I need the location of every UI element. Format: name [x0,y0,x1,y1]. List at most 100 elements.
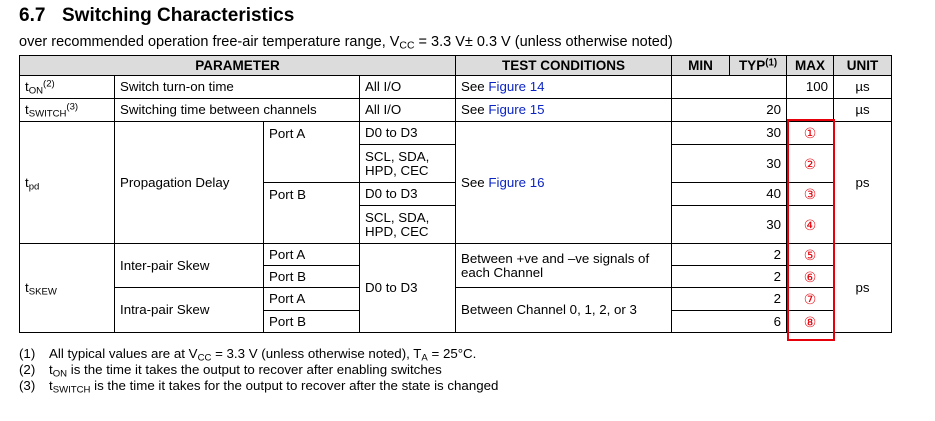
symbol-ton-t: t [25,79,29,94]
intra-port-a: Port A [263,287,360,311]
footnote-2-t: t [49,362,53,377]
table-row-tskew-3: Intra-pair Skew Port A Between Channel 0… [20,287,892,333]
footnote-1-text: All typical values are at VCC = 3.3 V (u… [49,346,477,364]
footnote-3: (3) tSWITCH is the time it takes for the … [19,378,499,396]
footnote-1-a: All typical values are at V [49,346,198,361]
header-max: MAX [786,55,835,76]
symbol-tswitch: tSWITCH(3) [19,98,115,122]
symbol-tpd-sub: pd [28,180,40,192]
desc-intra-skew: Intra-pair Skew [114,287,264,333]
tpd-io-4-line1: SCL, SDA, [365,209,430,225]
footnote-2-number: (2) [19,362,36,377]
section-title: Switching Characteristics [62,5,295,26]
header-typ: TYP(1) [729,55,788,76]
marker-3: ③ [786,182,835,206]
marker-8: ⑧ [786,310,835,333]
figure-14-link[interactable]: Figure 14 [488,79,545,94]
footnote-2: (2)tON is the time it takes the output t… [19,362,498,380]
table-row-ton: tON(2) Switch turn-on time All I/O See F… [19,75,893,99]
tpd-io-1: D0 to D3 [358,121,457,145]
cond-tpd: See Figure 16 [455,121,673,244]
footnote-3-number: (3) [19,378,36,393]
footnote-1-number: (1) [19,346,36,361]
footnote-3-text: tSWITCH is the time it takes for the out… [49,378,499,396]
tpd-io-2-line1: SCL, SDA, [365,148,430,164]
subtitle-text: over recommended operation free-air temp… [19,34,400,50]
tpd-io-4: SCL, SDA,HPD, CEC [358,205,457,244]
typ-skew-4: 6 [671,310,788,333]
symbol-tswitch-sub: SWITCH [28,108,67,120]
cond-tswitch: See Figure 15 [455,98,673,122]
footnote-2-t-sub: ON [52,368,68,380]
tpd-port-a: Port A [263,121,360,183]
inter-port-a: Port A [263,243,360,266]
typ-tpd-2: 30 [671,144,788,183]
footnote-1-b: = 3.3 V (unless otherwise noted), T [211,346,422,361]
footnote-1-a-sub: CC [197,352,212,364]
marker-7: ⑦ [786,287,835,311]
table-row-tpd-3: Port B D0 to D3 40 ③ [20,182,892,244]
tskew-io: D0 to D3 [358,243,457,333]
symbol-tswitch-note: (3) [66,101,79,113]
header-test-conditions: TEST CONDITIONS [455,55,673,76]
table-subtitle: over recommended operation free-air temp… [19,34,673,51]
unit-tswitch: µs [833,98,893,122]
desc-tpd: Propagation Delay [114,121,264,244]
tpd-port-b: Port B [263,182,360,244]
desc-tswitch: Switching time between channels [114,98,360,122]
footnote-1-b-sub: A [421,352,428,364]
cond-tswitch-see: See [461,102,489,117]
cond-ton-see: See [461,79,489,94]
max-tswitch [786,98,835,122]
figure-15-link[interactable]: Figure 15 [488,102,545,117]
marker-5: ⑤ [786,243,835,266]
marker-2: ② [786,144,835,183]
header-unit: UNIT [833,55,893,76]
switching-characteristics-table: PARAMETER TEST CONDITIONS MIN TYP(1) MAX… [18,55,893,333]
symbol-tswitch-t: t [25,102,29,117]
marker-6: ⑥ [786,265,835,288]
tpd-io-4-line2: HPD, CEC [365,223,429,239]
footnote-3-rest: is the time it takes for the output to r… [90,378,499,393]
figure-16-link[interactable]: Figure 16 [488,174,545,190]
symbol-tskew: tSKEW [19,243,115,333]
tpd-io-3: D0 to D3 [358,182,457,206]
footnote-3-t-sub: SWITCH [52,384,91,396]
min-typ-tswitch: 20 [671,98,788,122]
unit-tpd: ps [833,121,893,244]
table-row-tskew-4: Port B 6 ⑧ [20,310,892,333]
header-min: MIN [671,55,731,76]
unit-ton: µs [833,75,893,99]
symbol-tpd: tpd [19,121,115,244]
section-heading: 6.7 Switching Characteristics [19,5,294,27]
max-ton: 100 [786,75,835,99]
header-typ-label: TYP [738,57,766,73]
cond-intra-skew: Between Channel 0, 1, 2, or 3 [455,287,673,333]
typ-tpd-1: 30 [671,121,788,145]
footnote-1-c: = 25°C. [427,346,477,361]
typ-skew-3: 2 [671,287,788,311]
footnote-1: (1) All typical values are at VCC = 3.3 V… [19,346,498,364]
symbol-ton-sub: ON [28,85,44,97]
cond-tpd-see: See [461,174,489,190]
typ-tpd-4: 30 [671,205,788,244]
tpd-io-2: SCL, SDA,HPD, CEC [358,144,457,183]
typ-skew-2: 2 [671,265,788,288]
io-ton: All I/O [358,75,457,99]
table-row-tpd-2: SCL, SDA,HPD, CEC 30 ② [20,144,892,183]
min-typ-ton [671,75,788,99]
section-number: 6.7 [19,5,46,26]
symbol-ton-note: (2) [43,78,55,90]
desc-ton: Switch turn-on time [114,75,360,99]
typ-tpd-3: 40 [671,182,788,206]
table-row-tswitch: tSWITCH(3) Switching time between channe… [19,98,893,122]
marker-1: ① [786,121,835,145]
header-row: PARAMETER TEST CONDITIONS MIN TYP(1) MAX… [18,55,893,76]
table-row-tskew-1: tSKEW Inter-pair Skew Port A D0 to D3 Be… [19,243,893,333]
tpd-io-2-line2: HPD, CEC [365,162,429,178]
header-typ-note: (1) [765,57,778,69]
symbol-tpd-t: t [25,174,29,190]
header-parameter: PARAMETER [18,55,457,76]
symbol-ton: tON(2) [19,75,115,99]
marker-4: ④ [786,205,835,244]
